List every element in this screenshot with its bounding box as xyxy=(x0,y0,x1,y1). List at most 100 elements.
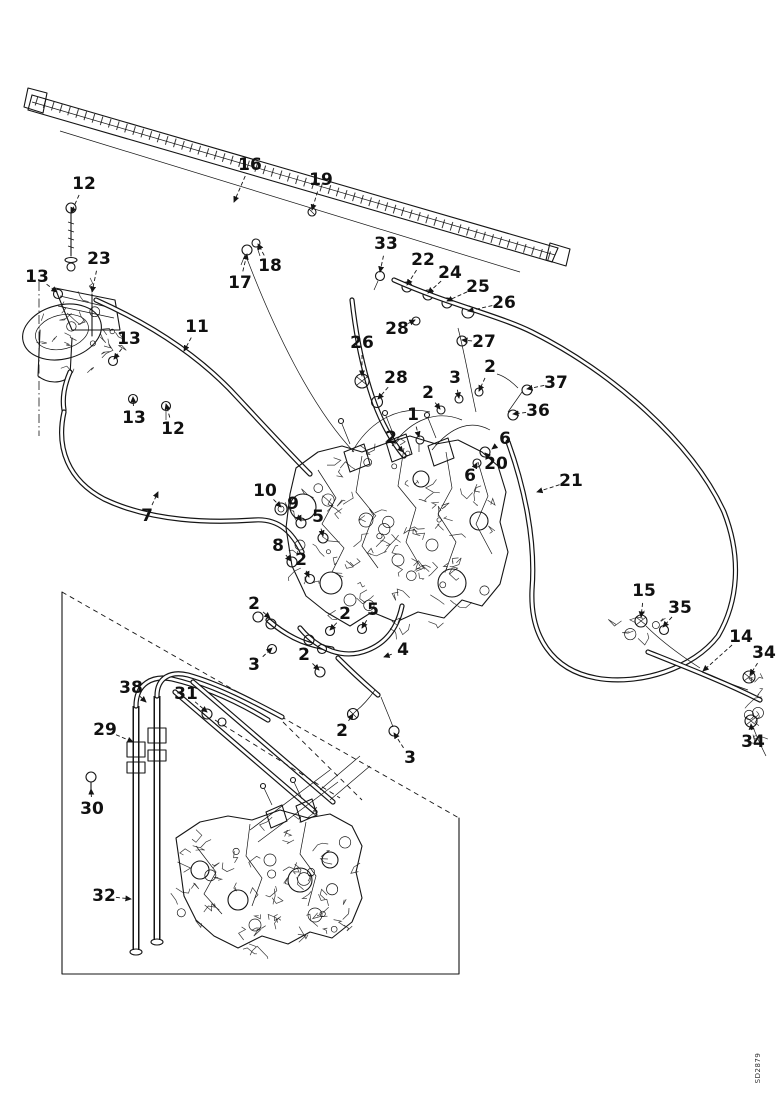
callout-label: 2 xyxy=(298,645,310,665)
callout-label: 33 xyxy=(374,234,398,254)
callout-29: 29 xyxy=(93,720,134,743)
callout-2: 2 xyxy=(248,594,271,619)
callout-20: 20 xyxy=(484,452,508,474)
callout-4: 4 xyxy=(383,640,409,660)
callout-label: 18 xyxy=(258,256,282,276)
callout-23: 23 xyxy=(87,249,111,293)
callout-2: 2 xyxy=(329,604,351,631)
callout-2: 2 xyxy=(478,357,496,392)
callout-label: 32 xyxy=(92,886,116,906)
callout-13: 13 xyxy=(25,267,58,293)
callout-37: 37 xyxy=(526,373,568,393)
callout-label: 28 xyxy=(384,368,408,388)
callout-label: 31 xyxy=(174,684,198,704)
callout-label: 2 xyxy=(484,357,496,377)
callout-label: 2 xyxy=(385,428,397,448)
callout-label: 37 xyxy=(544,373,568,393)
callout-label: 36 xyxy=(526,401,550,421)
inset-pipes xyxy=(85,674,363,956)
callout-33: 33 xyxy=(374,234,398,273)
callout-12: 12 xyxy=(70,174,96,214)
fuel-rail-assembly xyxy=(23,87,571,453)
callout-label: 11 xyxy=(185,317,209,337)
callout-19: 19 xyxy=(309,170,333,211)
callout-36: 36 xyxy=(512,401,550,421)
callout-label: 35 xyxy=(668,598,692,618)
callout-32: 32 xyxy=(92,886,132,906)
callout-label: 27 xyxy=(472,332,496,352)
callout-22: 22 xyxy=(406,250,435,286)
callout-18: 18 xyxy=(257,243,282,276)
callout-14: 14 xyxy=(702,627,753,672)
callout-label: 21 xyxy=(559,471,583,491)
callout-8: 8 xyxy=(272,536,292,562)
callout-26: 26 xyxy=(350,333,374,377)
callout-34: 34 xyxy=(749,643,776,676)
callout-label: 38 xyxy=(119,678,143,698)
callout-label: 14 xyxy=(729,627,753,647)
callout-label: 12 xyxy=(72,174,96,194)
callout-12: 12 xyxy=(161,403,185,439)
callout-label: 28 xyxy=(385,319,409,339)
callout-5: 5 xyxy=(361,600,379,629)
callout-6: 6 xyxy=(464,462,478,486)
callout-label: 3 xyxy=(248,655,260,675)
right-fittings xyxy=(634,614,767,757)
callout-label: 5 xyxy=(367,600,379,620)
callout-label: 13 xyxy=(122,408,146,428)
callout-label: 12 xyxy=(161,419,185,439)
callout-11: 11 xyxy=(183,317,209,352)
callout-label: 2 xyxy=(336,721,348,741)
callout-10: 10 xyxy=(253,481,282,508)
callout-label: 30 xyxy=(80,799,104,819)
pump-filter-assembly xyxy=(22,202,172,436)
callout-label: 24 xyxy=(438,263,462,283)
callout-28: 28 xyxy=(385,319,416,339)
callout-17: 17 xyxy=(228,253,252,293)
callout-label: 3 xyxy=(404,748,416,768)
callout-9: 9 xyxy=(287,494,302,522)
callout-label: 5 xyxy=(312,507,324,527)
callout-label: 29 xyxy=(93,720,117,740)
callout-31: 31 xyxy=(174,684,208,713)
callout-28: 28 xyxy=(377,368,408,400)
callout-26: 26 xyxy=(467,293,516,313)
callout-label: 13 xyxy=(25,267,49,287)
hose-7 xyxy=(62,372,302,552)
callout-label: 4 xyxy=(397,640,409,660)
callout-label: 19 xyxy=(309,170,333,190)
callout-35: 35 xyxy=(662,598,692,628)
callout-label: 9 xyxy=(287,494,299,514)
corner-code-text: SD2879 xyxy=(754,1053,762,1084)
callout-30: 30 xyxy=(80,788,104,819)
callout-label: 17 xyxy=(228,273,252,293)
callout-2: 2 xyxy=(336,713,354,741)
callout-label: 13 xyxy=(117,329,141,349)
callout-label: 2 xyxy=(339,604,351,624)
callout-3: 3 xyxy=(248,647,273,675)
callout-27: 27 xyxy=(461,332,496,352)
rail-fittings xyxy=(240,207,477,413)
callout-label: 25 xyxy=(466,277,490,297)
callout-label: 2 xyxy=(248,594,260,614)
callout-3: 3 xyxy=(449,368,461,399)
inset-engine-assembly xyxy=(175,755,371,949)
callout-label: 16 xyxy=(238,155,262,175)
callout-label: 26 xyxy=(350,333,374,353)
callout-2: 2 xyxy=(298,645,320,671)
callout-21: 21 xyxy=(536,471,583,494)
callout-1: 1 xyxy=(407,405,421,438)
callout-label: 23 xyxy=(87,249,111,269)
callout-38: 38 xyxy=(119,678,147,703)
callout-label: 6 xyxy=(464,466,476,486)
callout-label: 20 xyxy=(484,454,508,474)
callout-label: 2 xyxy=(422,383,434,403)
callout-6: 6 xyxy=(491,429,511,450)
callout-label: 1 xyxy=(407,405,419,425)
callout-3: 3 xyxy=(393,732,416,768)
callout-34: 34 xyxy=(741,723,765,752)
callout-label: 3 xyxy=(449,368,461,388)
